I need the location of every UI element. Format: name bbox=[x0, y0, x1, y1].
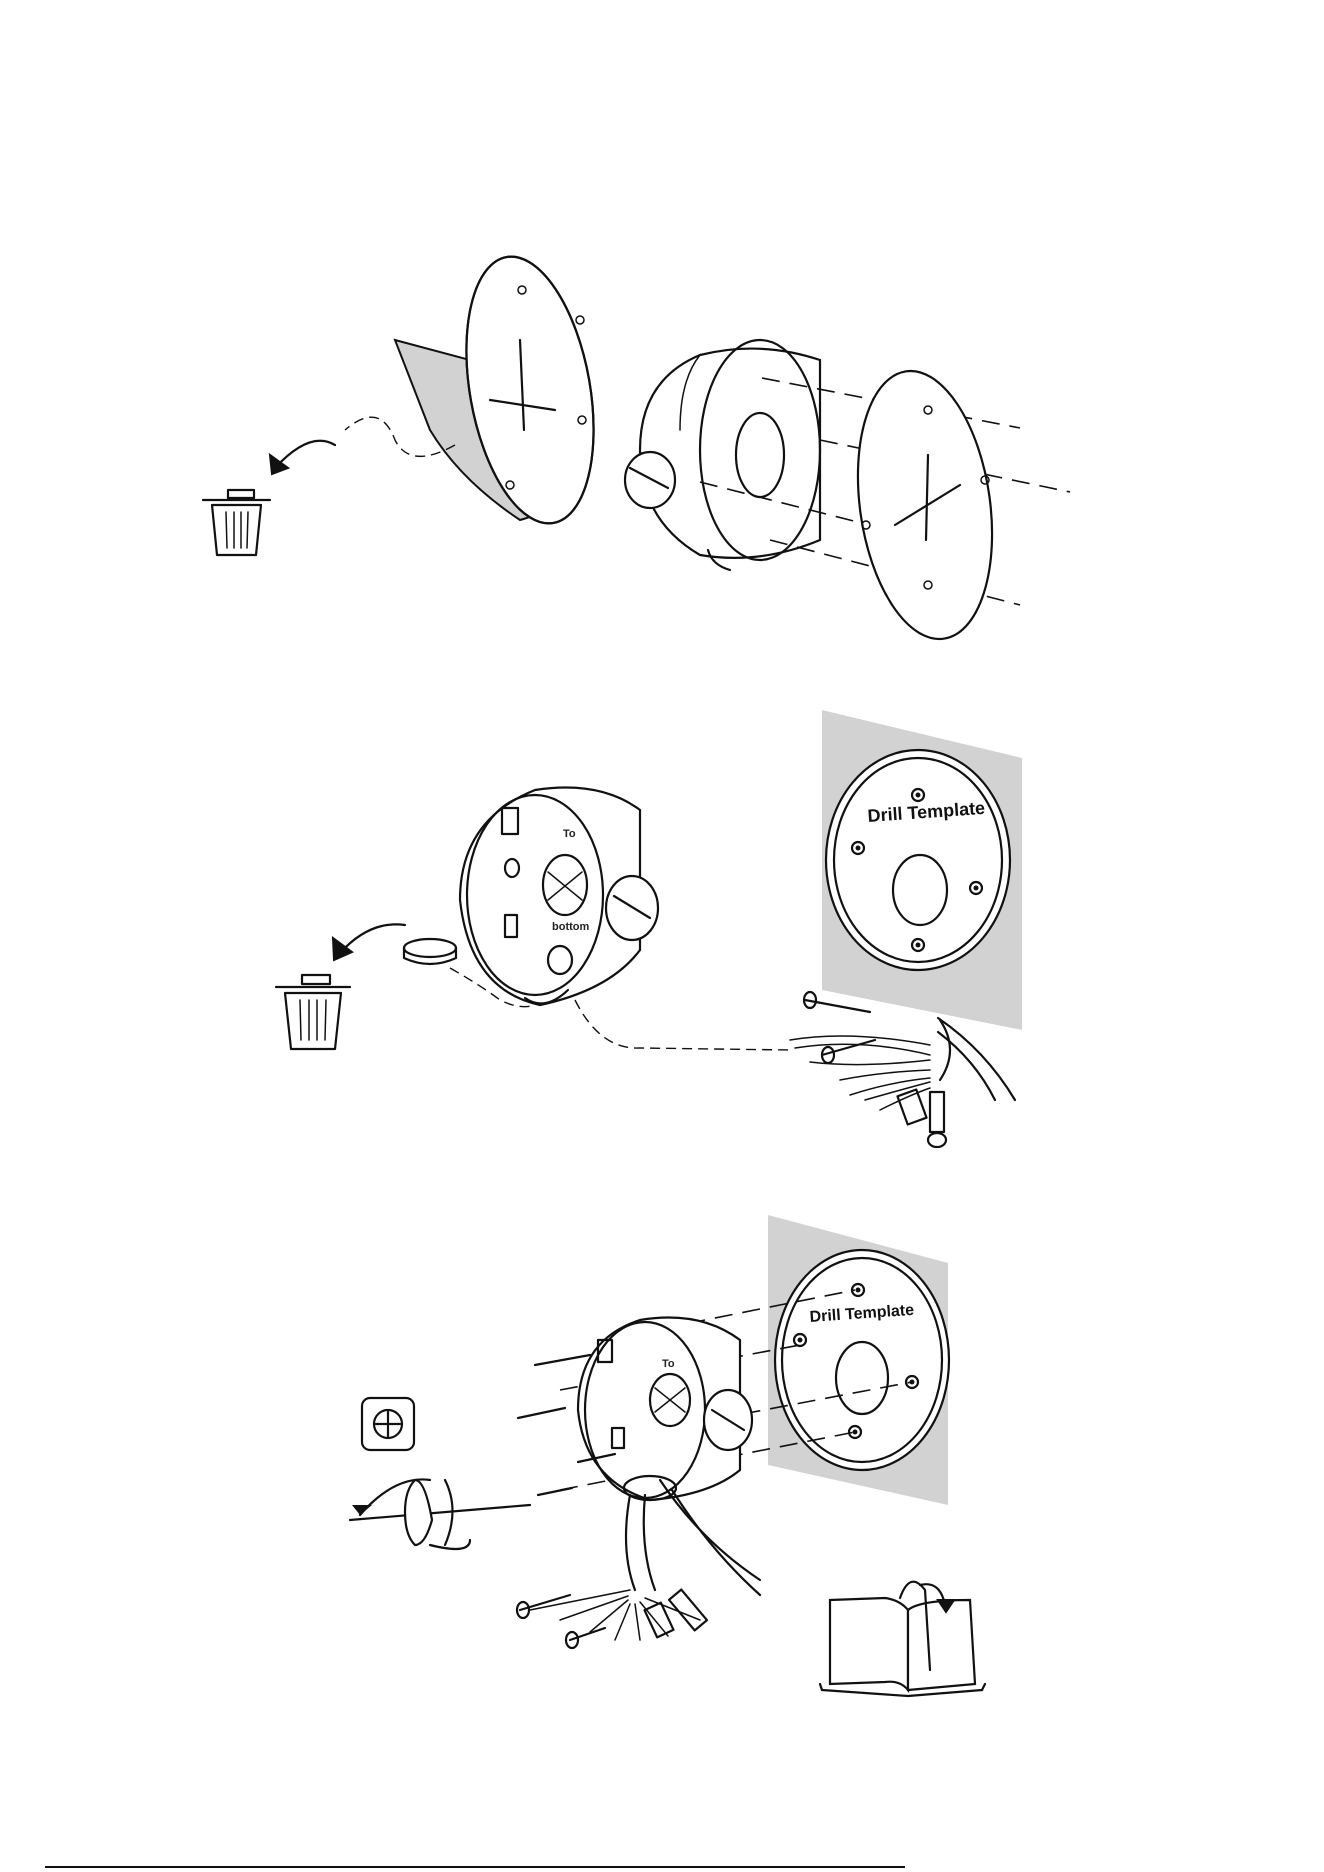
manual-book-icon bbox=[820, 1582, 985, 1696]
box-label-top: To bbox=[563, 828, 576, 840]
step-3-mount-box: Drill Template To bbox=[350, 1215, 985, 1696]
curved-arrow-icon-2 bbox=[340, 924, 405, 953]
drill-template-2 bbox=[775, 1250, 949, 1470]
bottom-rule bbox=[45, 1866, 905, 1868]
cable-bundle-icon-2 bbox=[517, 1480, 760, 1648]
open-junction-box: To bottom bbox=[460, 788, 658, 1006]
box-label-bottom: bottom bbox=[552, 921, 589, 933]
trash-icon-2 bbox=[276, 975, 350, 1049]
rubber-plug bbox=[404, 939, 456, 964]
drill-template bbox=[826, 750, 1010, 970]
junction-box bbox=[625, 340, 820, 570]
step-2-remove-plug: Drill Template To bottom bbox=[276, 710, 1022, 1147]
phillips-screwdriver-icon bbox=[362, 1398, 414, 1450]
screwdriver-icon bbox=[350, 1479, 530, 1549]
cover-disc-2 bbox=[842, 362, 1008, 647]
step-1-remove-sticker bbox=[203, 247, 1070, 648]
box-label-top-2: To bbox=[662, 1358, 675, 1370]
junction-box-3: To bbox=[578, 1318, 752, 1501]
cover-disc bbox=[447, 247, 612, 534]
trash-icon bbox=[203, 490, 270, 555]
bottom-rule-segment bbox=[880, 1866, 898, 1868]
